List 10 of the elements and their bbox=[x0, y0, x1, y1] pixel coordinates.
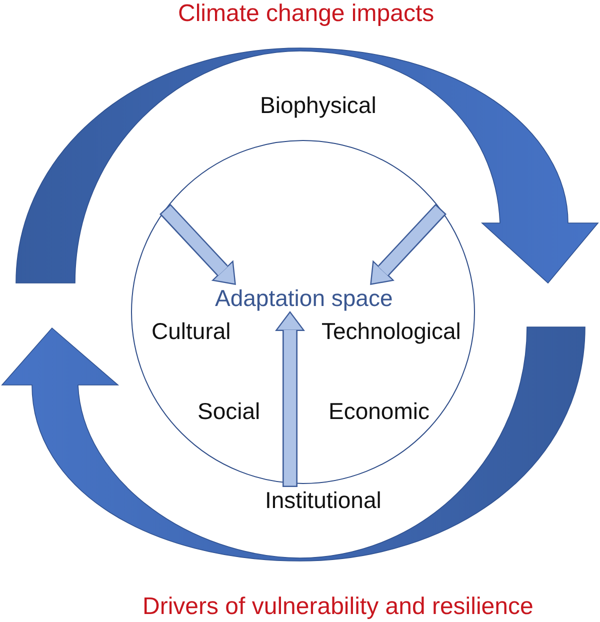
arrow-caption: Drivers of vulnerability and resilience bbox=[142, 593, 534, 621]
factor-label: Technological bbox=[322, 318, 461, 344]
factor-label: Social bbox=[198, 398, 260, 424]
factor-label: Economic bbox=[328, 398, 430, 424]
arrow-caption: Climate change impacts bbox=[178, 0, 434, 28]
factor-label: Institutional bbox=[265, 487, 382, 513]
circle bbox=[131, 140, 475, 484]
center-label: Adaptation space bbox=[215, 285, 393, 311]
factor-label: Cultural bbox=[152, 318, 231, 344]
region-label: Biophysical bbox=[260, 92, 376, 119]
